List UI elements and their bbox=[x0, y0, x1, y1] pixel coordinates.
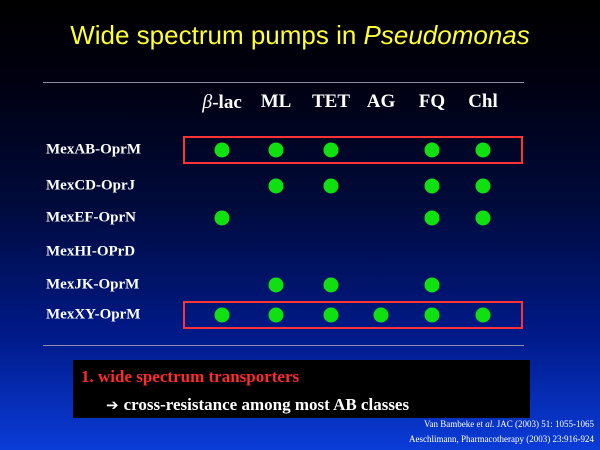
substrate-dot bbox=[323, 277, 339, 293]
column-header-label: TET bbox=[311, 91, 351, 112]
substrate-dot bbox=[424, 142, 440, 158]
substrate-dot bbox=[323, 142, 339, 158]
substrate-dot bbox=[214, 210, 230, 226]
summary-heading: 1. wide spectrum transporters bbox=[81, 367, 300, 386]
highlight-box bbox=[183, 301, 523, 329]
column-header-label: ML bbox=[260, 91, 292, 112]
substrate-dot bbox=[475, 142, 491, 158]
substrate-dot bbox=[475, 178, 491, 194]
summary-box: 1. wide spectrum transporters ➔cross-res… bbox=[73, 360, 530, 418]
right-arrow-icon: ➔ bbox=[106, 396, 119, 414]
column-header-3: TET bbox=[312, 91, 350, 113]
column-header-5: FQ bbox=[419, 91, 445, 113]
pump-label: MexAB-OprM bbox=[46, 141, 141, 158]
substrate-dot bbox=[214, 307, 230, 323]
substrate-dot bbox=[424, 178, 440, 194]
bottom-divider bbox=[43, 345, 524, 346]
column-header-1: β-lac bbox=[202, 91, 242, 114]
column-header-2: ML bbox=[261, 91, 292, 113]
column-header-4: AG bbox=[367, 91, 396, 113]
reference-1-authors: Van Bambeke et bbox=[424, 419, 486, 429]
column-header-label: FQ bbox=[418, 91, 446, 112]
substrate-dot bbox=[268, 307, 284, 323]
substrate-dot bbox=[268, 142, 284, 158]
reference-1: Van Bambeke et al. JAC (2003) 51: 1055-1… bbox=[424, 419, 594, 429]
title-organism: Pseudomonas bbox=[363, 20, 530, 50]
column-header-label: AG bbox=[366, 91, 396, 112]
title-text: Wide spectrum pumps in bbox=[70, 20, 364, 50]
pump-label: MexHI-OPrD bbox=[46, 243, 136, 260]
column-header-6: Chl bbox=[468, 91, 498, 113]
pump-label: MexCD-OprJ bbox=[46, 177, 136, 194]
summary-point: ➔cross-resistance among most AB classes bbox=[106, 395, 409, 415]
column-header-label: -lac bbox=[212, 92, 242, 113]
pump-label: MexEF-OprN bbox=[46, 209, 136, 226]
top-divider bbox=[43, 82, 524, 83]
substrate-dot bbox=[268, 277, 284, 293]
slide-title: Wide spectrum pumps in Pseudomonas bbox=[0, 20, 600, 51]
substrate-dot bbox=[323, 178, 339, 194]
substrate-dot bbox=[424, 277, 440, 293]
column-header-symbol: β bbox=[202, 91, 213, 113]
substrate-dot bbox=[373, 307, 389, 323]
column-header-label: Chl bbox=[468, 91, 498, 112]
substrate-dot bbox=[424, 210, 440, 226]
summary-point-text: cross-resistance among most AB classes bbox=[123, 395, 410, 414]
substrate-dot bbox=[424, 307, 440, 323]
reference-2: Aeschlimann, Pharmacotherapy (2003) 23:9… bbox=[409, 434, 594, 444]
highlight-box bbox=[183, 136, 523, 164]
pump-label: MexJK-OprM bbox=[46, 276, 140, 293]
substrate-dot bbox=[214, 142, 230, 158]
substrate-dot bbox=[475, 307, 491, 323]
pump-label: MexXY-OprM bbox=[46, 306, 141, 323]
substrate-dot bbox=[475, 210, 491, 226]
substrate-dot bbox=[268, 178, 284, 194]
reference-1-etal: al. bbox=[485, 419, 495, 429]
substrate-dot bbox=[323, 307, 339, 323]
reference-1-source: JAC (2003) 51: 1055-1065 bbox=[494, 419, 594, 429]
